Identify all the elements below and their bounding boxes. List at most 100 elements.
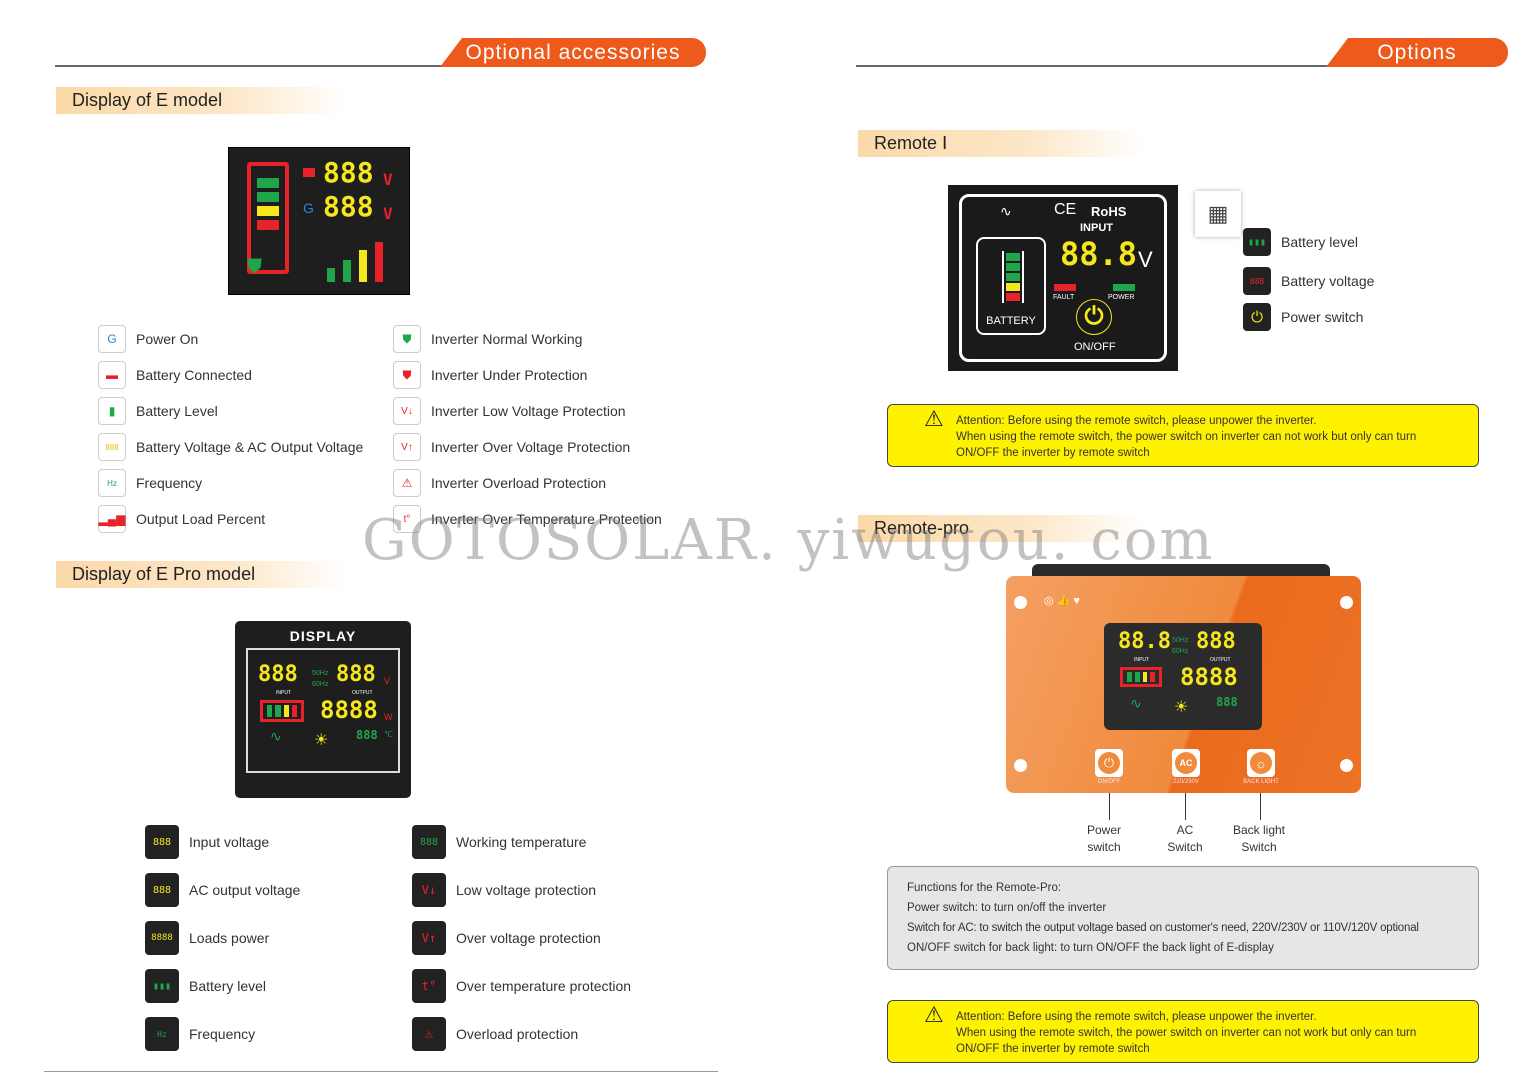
shield-red-icon: ⛊ xyxy=(393,361,421,389)
temperature-digits-icon: 888 xyxy=(412,825,446,859)
legend-label: Battery voltage xyxy=(1281,273,1375,289)
unit-v: V xyxy=(383,170,393,189)
legend-label: Frequency xyxy=(189,1026,256,1042)
unit-celsius: ℃ xyxy=(384,730,393,739)
shield-green-icon: ⛊ xyxy=(393,325,421,353)
power-switch-icon: ⏻ xyxy=(1243,303,1271,331)
panel-grid-icon: ▦ xyxy=(1195,191,1241,237)
remote1-panel: ∿ CE RoHS INPUT 88.8 V BATTERY FAULT POW… xyxy=(948,185,1178,371)
backlight-button[interactable]: ☼ xyxy=(1247,749,1275,777)
sine-wave-icon: ∿ xyxy=(270,728,282,744)
temperature-readout: 888 xyxy=(1216,695,1238,709)
sun-icon: ☀ xyxy=(1174,699,1189,716)
backlight-label: BACK LIGHT xyxy=(1243,779,1279,785)
sun-icon: ☀ xyxy=(314,732,329,749)
battery-level-icon: ▮▮▮ xyxy=(1243,228,1271,256)
load-bars xyxy=(327,242,383,282)
battery-connected-icon xyxy=(303,168,315,177)
unit-w: W xyxy=(384,712,393,722)
voltage-readout: 88.8 xyxy=(1060,235,1138,273)
load-power-readout: 8888 xyxy=(320,696,378,724)
legend-label: Inverter Overload Protection xyxy=(431,475,607,491)
loads-power-icon: 8888 xyxy=(145,921,179,955)
load-bars-icon: ▂▄▆ xyxy=(98,505,126,533)
legend-label: Over temperature protection xyxy=(456,978,632,994)
power-icon: ⏻ xyxy=(1098,752,1120,774)
over-temperature-icon: t° xyxy=(412,969,446,1003)
e-model-display: 888 V 888 V G ⛊ xyxy=(228,147,410,295)
output-readout: 888 xyxy=(1196,629,1236,654)
frequency-icon: Hz xyxy=(145,1017,179,1051)
functions-line: Switch for AC: to switch the output volt… xyxy=(907,922,1419,934)
watermark: GOTOSOLAR. yiwugou. com xyxy=(362,508,1215,573)
legend-label: Over voltage protection xyxy=(456,930,601,946)
output-label: OUTPUT xyxy=(1210,657,1231,663)
ac-icon: AC xyxy=(1175,752,1197,774)
legend-label: Inverter Normal Working xyxy=(431,331,583,347)
section-title-remote-pro: Remote-pro xyxy=(858,515,1143,542)
callout-line xyxy=(1185,793,1186,820)
input-label: INPUT xyxy=(1080,222,1113,234)
legend-label: Inverter Low Voltage Protection xyxy=(431,403,626,419)
legend-label: Power switch xyxy=(1281,309,1364,325)
overload-icon: ⚠ xyxy=(412,1017,446,1051)
battery-level-icon xyxy=(1120,667,1162,687)
ac-button[interactable]: AC xyxy=(1172,749,1200,777)
temperature-icon: t° xyxy=(393,505,421,533)
unit-v: V xyxy=(383,204,393,223)
legend-label: Output Load Percent xyxy=(136,511,266,527)
input-voltage-readout: 888 xyxy=(258,662,298,687)
input-readout: 88.8 xyxy=(1118,629,1171,654)
ac-output-voltage-icon: 888 xyxy=(145,873,179,907)
unit-v: V xyxy=(1138,247,1153,272)
attention-line: Attention: Before using the remote switc… xyxy=(956,1011,1317,1023)
power-label: POWER xyxy=(1108,294,1135,301)
over-voltage-icon: V↑ xyxy=(412,921,446,955)
power-button[interactable]: ⏻ xyxy=(1076,299,1112,335)
battery-voltage-icon: 888 xyxy=(1243,267,1271,295)
legend-label: Inverter Over Temperature Protection xyxy=(431,511,662,527)
footer-rule xyxy=(44,1071,718,1072)
output-label: OUTPUT xyxy=(352,690,373,696)
overload-icon: ⚠ xyxy=(393,469,421,497)
functions-line: ON/OFF switch for back light: to turn ON… xyxy=(907,942,1274,954)
battery-gauge: BATTERY xyxy=(976,237,1046,335)
legend-label: Low voltage protection xyxy=(456,882,597,898)
sine-icon: ∿ xyxy=(1000,203,1012,219)
input-voltage-icon: 888 xyxy=(145,825,179,859)
voltage-label: 220/230V xyxy=(1173,779,1199,785)
power-on-icon: G xyxy=(98,325,126,353)
functions-title: Functions for the Remote-Pro: xyxy=(907,882,1062,894)
legend-label: Battery Voltage & AC Output Voltage xyxy=(136,439,364,455)
callout-line xyxy=(1109,793,1110,820)
legend-label: Working temperature xyxy=(456,834,587,850)
power-on-icon: G xyxy=(303,200,314,216)
legend-label: Inverter Over Voltage Protection xyxy=(431,439,631,455)
section-tab-options: Options xyxy=(1326,38,1508,67)
over-voltage-icon: V↑ xyxy=(393,433,421,461)
fault-led xyxy=(1054,284,1076,291)
battery-label: BATTERY xyxy=(986,315,1036,327)
shield-icon: ⛊ xyxy=(247,256,262,278)
voltage-readout-2: 888 xyxy=(323,190,374,223)
load-readout: 8888 xyxy=(1180,663,1238,691)
voltage-readout-1: 888 xyxy=(323,156,374,189)
onoff-button[interactable]: ⏻ xyxy=(1095,749,1123,777)
voltage-digits-icon: 888 xyxy=(98,433,126,461)
battery-connected-icon: ▬ xyxy=(98,361,126,389)
warning-icon: ⚠ xyxy=(924,1002,944,1027)
section-title-remote1: Remote Ⅰ xyxy=(858,130,1143,157)
battery-level-icon xyxy=(260,700,304,722)
fault-label: FAULT xyxy=(1053,294,1075,301)
attention-line: When using the remote switch, the power … xyxy=(956,1027,1417,1039)
input-label: INPUT xyxy=(1134,657,1149,663)
attention-box-1: ⚠ Attention: Before using the remote swi… xyxy=(887,404,1479,467)
warning-icon: ⚠ xyxy=(924,406,944,431)
low-voltage-icon: V↓ xyxy=(412,873,446,907)
display-label: DISPLAY xyxy=(289,628,357,644)
legend-label: Battery level xyxy=(1281,234,1359,250)
